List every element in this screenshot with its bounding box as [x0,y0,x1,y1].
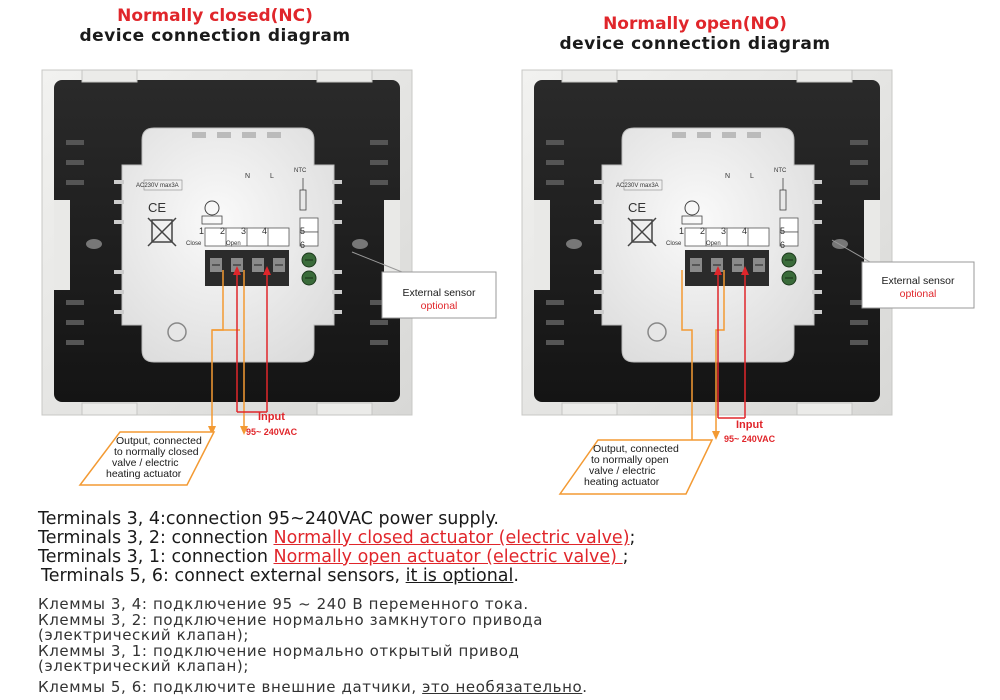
input-nc-voltage: 95~ 240VAC [246,427,298,437]
output-nc-line2: to normally closed [114,446,199,458]
note-ru-1: Клеммы 3, 4: подключение 95 ~ 240 В пере… [38,595,529,613]
sensor-nc-pointer [351,251,403,273]
title-nc-line1: Normally closed [117,6,271,26]
label-close: Close [666,241,682,247]
sensor-no-pointer [831,239,871,263]
note-ru-6-suffix: . [582,677,588,696]
label-rating: AC230V [136,183,158,189]
sensor-no-optional: optional [900,288,937,300]
terminal-1-label: 1 [199,226,204,236]
terminal-3-label: 3 [721,226,726,236]
note-ru-5: (электрический клапан); [38,657,249,675]
sensor-nc-label: External sensor [403,287,476,299]
terminal-6-label: 6 [300,240,305,250]
title-no-line1: Normally open [603,14,743,34]
label-n: N [725,173,730,180]
terminal-5-label: 5 [300,226,305,236]
label-ntc: NTC [294,168,307,174]
label-l: L [750,173,754,180]
terminal-2-label: 2 [220,226,225,236]
output-no-line2: to normally open [591,454,669,466]
title-nc: Normally closed(NC) device connection di… [40,6,390,46]
output-no-line1: Output, connected [593,443,679,455]
terminal-2-label: 2 [700,226,705,236]
sensor-no-box [861,261,975,309]
note-ru-6-prefix: Клеммы 5, 6: подключите внешние датчики, [38,677,423,696]
output-nc-line3: valve / electric [112,457,179,469]
device-nc: 1 2 3 4 5 6 Close Open N L NTC AC230V ma… [41,69,413,416]
terminal-4-label: 4 [262,226,267,236]
title-nc-line2: device connection diagram [79,26,351,46]
sensor-nc-box [381,271,497,319]
connection-diagrams: 1 2 3 4 5 6 Close Open N L NTC AC230V ma… [41,69,975,495]
sensor-nc-optional: optional [421,300,458,312]
output-no-line3: valve / electric [589,465,656,477]
note-en-4: Terminals 5, 6: connect external sensors… [41,567,635,586]
label-max: max3A [640,183,659,189]
label-ntc: NTC [774,168,787,174]
title-no-tag: (NO) [742,14,787,34]
terminal-6-label: 6 [780,240,785,250]
note-en-4-link: it is optional [405,566,514,586]
note-en-3-prefix: Terminals 3, 1: connection [38,547,274,567]
label-open: Open [706,241,721,247]
wires-no [681,266,749,455]
note-ru-6-link: это необязательно [422,677,583,696]
note-en-3-link: Normally open actuator (electric valve) [273,547,623,567]
note-en-2-suffix: ; [629,528,636,548]
label-open: Open [226,241,241,247]
note-ru-6: Клеммы 5, 6: подключите внешние датчики,… [38,677,588,696]
label-ce: CE [148,200,166,215]
output-nc-line4: heating actuator [106,468,182,480]
note-en-2: Terminals 3, 2: connection Normally clos… [38,529,635,548]
terminal-3-label: 3 [241,226,246,236]
label-ce: CE [628,200,646,215]
terminal-5-label: 5 [780,226,785,236]
note-en-2-prefix: Terminals 3, 2: connection [38,528,274,548]
note-en-4-prefix: Terminals 5, 6: connect external sensors… [41,566,406,586]
terminal-1-label: 1 [679,226,684,236]
label-close: Close [186,241,202,247]
label-n: N [245,173,250,180]
terminal-4-label: 4 [742,226,747,236]
wires-nc [208,266,271,435]
output-box-no [558,439,714,495]
input-no-voltage: 95~ 240VAC [724,434,776,444]
label-max: max3A [160,183,179,189]
title-no: Normally open(NO) device connection diag… [520,14,870,54]
notes-russian: Клеммы 3, 4: подключение 95 ~ 240 В пере… [38,595,588,696]
input-no-label: Input [736,419,763,431]
notes-english: Terminals 3, 4:connection 95~240VAC powe… [38,510,635,586]
note-en-3: Terminals 3, 1: connection Normally open… [38,548,635,567]
note-en-2-link: Normally closed actuator (electric valve… [273,528,630,548]
device-no: 1 2 3 4 5 6 Close Open N L NTC AC230V ma… [521,69,893,416]
sensor-no-label: External sensor [882,275,955,287]
title-no-line2: device connection diagram [559,34,831,54]
note-ru-3: (электрический клапан); [38,626,249,644]
note-en-1: Terminals 3, 4:connection 95~240VAC powe… [38,509,499,529]
label-rating: AC230V [616,183,638,189]
note-ru-4: Клеммы 3, 1: подключение нормально откры… [38,641,520,660]
note-en-3-suffix: ; [622,547,629,567]
output-box-nc [78,431,216,486]
note-en-4-suffix: . [513,566,519,586]
input-nc-label: Input [258,411,285,423]
output-nc-line1: Output, connected [116,435,202,447]
title-nc-tag: (NC) [270,6,313,26]
label-l: L [270,173,274,180]
output-no-line4: heating actuator [584,476,660,488]
note-ru-2: Клеммы 3, 2: подключение нормально замкн… [38,610,544,629]
